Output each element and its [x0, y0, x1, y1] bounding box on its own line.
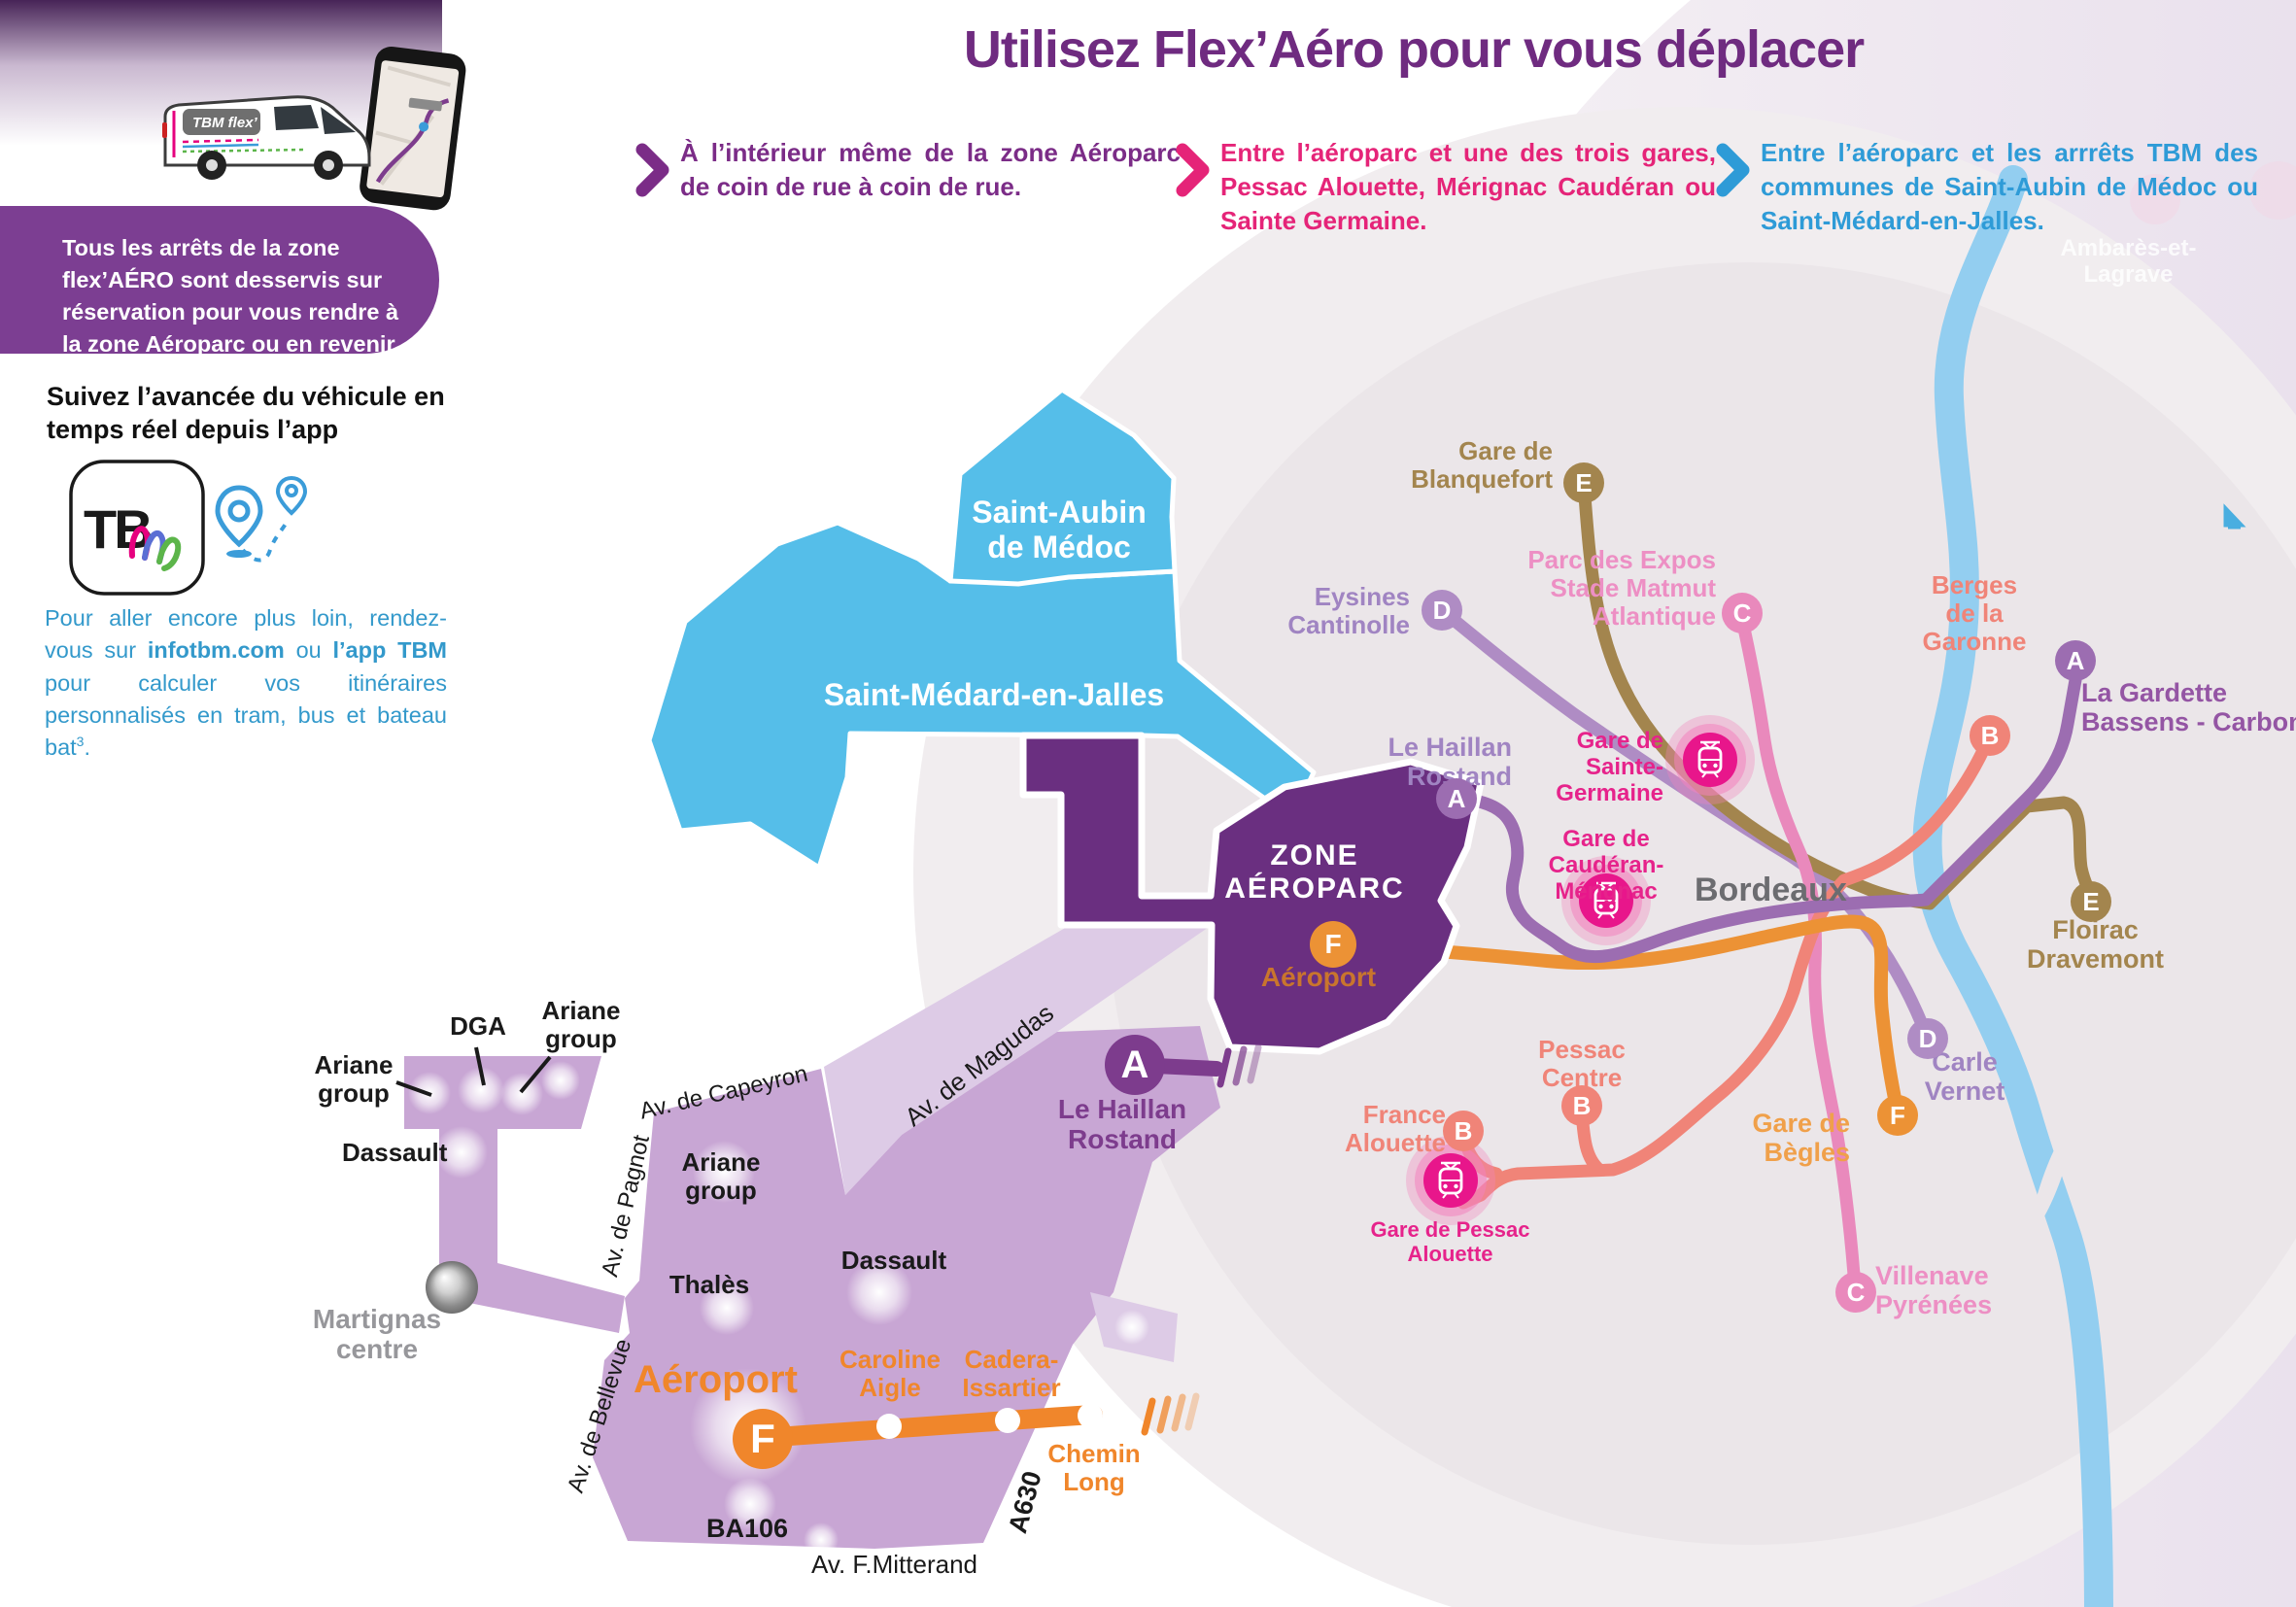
line-f: [1326, 914, 1904, 1120]
zone-saint-aubin: [947, 387, 1178, 587]
zone-aeroport-stop-label: Aéroport: [1260, 962, 1377, 992]
bullet-three-gares: Entre l’aéroparc et une des trois gares,…: [1220, 138, 1716, 235]
line-b: [1456, 729, 1997, 1210]
chevron-icon: [635, 143, 669, 197]
station-sainte-germaine-icon: [1663, 713, 1757, 806]
decor-dot: [2249, 161, 2296, 220]
label-pointers: [395, 1046, 552, 1097]
martignas-sphere: [426, 1261, 478, 1314]
line-badge-c-parc-expos: C: [1722, 593, 1763, 633]
line-badge-f-aeroport: F: [733, 1409, 793, 1469]
line-badge-d-carle-vernet: D: [1907, 1018, 1948, 1059]
commune-label-ambares: Ambarès-et-Lagrave: [2060, 235, 2197, 288]
van-label: TBM flex’: [192, 115, 258, 131]
van-and-phone-illustration: TBM flex’: [162, 46, 466, 211]
tbm-app-icon: TB: [69, 460, 205, 596]
line-badge-a-le-haillan-flex: A: [1105, 1035, 1165, 1095]
follow-heading: Suivez l’avancée du véhicule en temps ré…: [47, 382, 445, 444]
line-badge-f-begles: F: [1877, 1095, 1918, 1136]
bullet-communes: Entre l’aéroparc et les arrrêts TBM des …: [1761, 138, 2258, 235]
line-badge-e-floirac: E: [2071, 881, 2111, 922]
line-badge-f-zone: F: [1310, 921, 1356, 968]
flex-corridor: [824, 923, 1215, 1195]
chevron-icon: [1176, 143, 1210, 197]
site-label-dassault-left: Dassault: [342, 1138, 448, 1167]
site-label-dassault-zone: Dassault: [840, 1246, 947, 1275]
chevron-icon: [1716, 143, 1750, 197]
city-label-bordeaux: Bordeaux: [1695, 872, 1847, 908]
flex-van-icon: TBM flex’: [162, 95, 371, 180]
promo-text: Pour aller encore plus loin, rendez-vous…: [45, 605, 447, 761]
pins-route-icon: [215, 475, 308, 563]
river-island: [2032, 1127, 2073, 1228]
line-a: [1450, 673, 2082, 964]
line-badge-d-eysines: D: [1422, 590, 1462, 631]
smartphone-icon: [360, 46, 466, 211]
decor-dot: [2130, 174, 2180, 224]
infotbm-link-text: infotbm.com: [147, 637, 285, 664]
zone-aeroparc-shape: [1019, 732, 1485, 1055]
line-badge-e-blanquefort: E: [1563, 462, 1604, 503]
street-label-mitterand: Av. F.Mitterand: [811, 1550, 977, 1579]
stop-label-cadera-issartier: Cadera-Issartier: [962, 1345, 1061, 1403]
site-label-dga: DGA: [450, 1011, 506, 1041]
site-label-thales: Thalès: [668, 1270, 750, 1299]
app-tbm-text: l’app TBM: [332, 637, 447, 664]
line-f-terminus: [753, 1405, 1103, 1448]
commune-zones: [646, 387, 1317, 871]
line-badge-a-la-gardette: A: [2055, 640, 2096, 681]
site-label-ba106: BA106: [706, 1514, 789, 1543]
line-badge-c-villenave: C: [1835, 1272, 1876, 1313]
line-badge-b-pessac-centre: B: [1561, 1085, 1602, 1126]
line-badge-b-france-alouette: B: [1443, 1111, 1484, 1151]
line-badge-b-berges: B: [1970, 715, 2010, 756]
bat3-boat-icon: [2223, 503, 2246, 530]
stop-dot-caroline-aigle: [876, 1414, 902, 1439]
tbm-colorful-m: [128, 526, 182, 571]
stop-dot-cadera-issartier: [995, 1408, 1020, 1433]
commune-label-saint-medard: Saint-Médard-en-Jalles: [823, 677, 1165, 712]
stop-label-aeroport-flex: Aéroport: [634, 1358, 798, 1401]
line-a-hatches: [1217, 1043, 1262, 1088]
garonne-river: [1912, 165, 2246, 1607]
line-f-hatches: [1141, 1392, 1200, 1436]
bullet-inside-zone: À l’intérieur même de la zone Aéroparc d…: [680, 138, 1181, 201]
reservation-info-box: Tous les arrêts de la zone flex’AÉRO son…: [0, 206, 439, 357]
line-badge-a-le-haillan: A: [1436, 778, 1477, 819]
stop-dot-chemin-long: [1078, 1403, 1103, 1428]
page-title: Utilisez Flex’Aéro pour vous déplacer: [963, 20, 1865, 79]
